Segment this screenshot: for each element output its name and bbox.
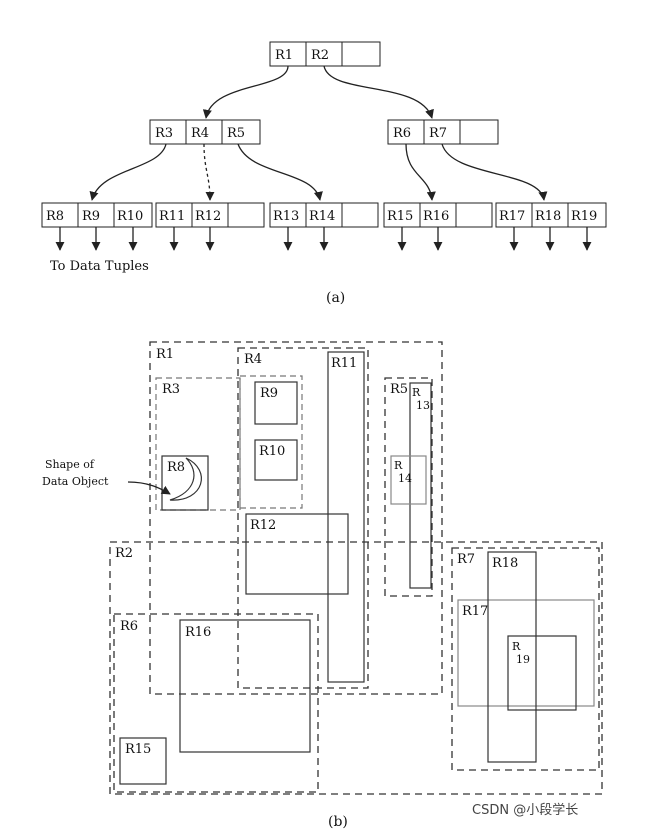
leaf-entry-r10: R10 bbox=[117, 209, 143, 224]
region-r2 bbox=[109, 541, 603, 795]
root-entry-r2: R2 bbox=[311, 48, 329, 63]
caption-a: (a) bbox=[326, 290, 345, 306]
node-entry-r3: R3 bbox=[155, 126, 173, 141]
region-r5 bbox=[384, 377, 433, 597]
region-r11 bbox=[327, 351, 365, 683]
region-r15-label: R15 bbox=[125, 742, 151, 757]
node-entry-r6: R6 bbox=[393, 126, 411, 141]
region-r16-label: R16 bbox=[185, 625, 211, 640]
leaf-entry-r17: R17 bbox=[499, 209, 525, 224]
region-r14 bbox=[390, 455, 427, 505]
r-tree-diagram: R1 R2 R3 R4 R5 R6 R7 R8 R9 R10 bbox=[41, 41, 607, 306]
leaf-node-r8-r9-r10: R8 R9 R10 bbox=[41, 202, 153, 228]
leaf-entry-r13: R13 bbox=[273, 209, 299, 224]
region-r10-label: R10 bbox=[259, 444, 285, 459]
annotation-data-object: Data Object bbox=[42, 475, 109, 488]
region-r9-label: R9 bbox=[260, 386, 278, 401]
tree-root-node: R1 R2 bbox=[269, 41, 381, 67]
caption-b: (b) bbox=[328, 814, 348, 830]
region-r17 bbox=[457, 599, 595, 707]
leaf-node-r17-r18-r19: R17 R18 R19 bbox=[495, 202, 607, 228]
leaf-entry-r16: R16 bbox=[423, 209, 449, 224]
region-r18-label: R18 bbox=[492, 556, 518, 571]
leaf-entry-r9: R9 bbox=[82, 209, 100, 224]
tree-edges bbox=[89, 65, 548, 201]
data-tuple-pointers bbox=[55, 227, 592, 251]
leaf-entry-r14: R14 bbox=[309, 209, 335, 224]
region-r11-label: R11 bbox=[331, 356, 357, 371]
region-r7-label: R7 bbox=[457, 552, 475, 567]
region-r19-label-r: R bbox=[512, 640, 521, 653]
watermark: CSDN @小段学长 bbox=[472, 802, 578, 818]
region-r2-label: R2 bbox=[115, 546, 133, 561]
region-r4 bbox=[237, 347, 369, 689]
region-r6 bbox=[113, 613, 319, 793]
node-entry-r4: R4 bbox=[191, 126, 209, 141]
region-r17-label: R17 bbox=[462, 604, 488, 619]
region-r1 bbox=[149, 341, 443, 695]
region-r5-label: R5 bbox=[390, 382, 408, 397]
leaf-entry-r15: R15 bbox=[387, 209, 413, 224]
leaf-node-r15-r16: R15 R16 bbox=[383, 202, 493, 228]
node-entry-r5: R5 bbox=[227, 126, 245, 141]
region-r4-label: R4 bbox=[244, 352, 262, 367]
region-r18 bbox=[487, 551, 537, 763]
region-r19 bbox=[507, 635, 577, 711]
region-r8 bbox=[161, 455, 209, 511]
region-r12-label: R12 bbox=[250, 518, 276, 533]
data-object-shape bbox=[169, 457, 202, 501]
region-r8-label: R8 bbox=[167, 460, 185, 475]
region-r6-label: R6 bbox=[120, 619, 138, 634]
leaf-entry-r18: R18 bbox=[535, 209, 561, 224]
tree-node-r6-r7: R6 R7 bbox=[387, 119, 499, 145]
spatial-layout-diagram: R1 R2 R3 R4 R5 R6 R7 R8 R9 R10 R11 bbox=[42, 341, 603, 830]
region-r4-inner bbox=[239, 375, 303, 509]
root-entry-r1: R1 bbox=[275, 48, 293, 63]
region-r12 bbox=[245, 513, 349, 595]
leaf-entry-r19: R19 bbox=[571, 209, 597, 224]
region-r1-label: R1 bbox=[156, 347, 174, 362]
region-r13-label-num: 13 bbox=[416, 399, 430, 412]
region-r3-label: R3 bbox=[162, 382, 180, 397]
annotation-shape-of: Shape of bbox=[45, 458, 95, 471]
region-r9 bbox=[254, 381, 298, 425]
leaf-entry-r8: R8 bbox=[46, 209, 64, 224]
region-r13-label-r: R bbox=[412, 386, 421, 399]
region-r15 bbox=[119, 737, 167, 785]
region-r13 bbox=[409, 382, 432, 589]
region-r16 bbox=[179, 619, 311, 753]
region-r14-label-r: R bbox=[394, 459, 403, 472]
region-r7 bbox=[451, 547, 600, 771]
region-r19-label-num: 19 bbox=[516, 653, 530, 666]
leaf-entry-r12: R12 bbox=[195, 209, 221, 224]
leaf-entry-r11: R11 bbox=[159, 209, 185, 224]
region-r14-label-num: 14 bbox=[398, 472, 412, 485]
node-entry-r7: R7 bbox=[429, 126, 447, 141]
region-r10 bbox=[254, 439, 298, 481]
leaf-node-r11-r12: R11 R12 bbox=[155, 202, 265, 228]
tree-node-r3-r4-r5: R3 R4 R5 bbox=[149, 119, 261, 145]
leaf-node-r13-r14: R13 R14 bbox=[269, 202, 379, 228]
to-data-tuples-label: To Data Tuples bbox=[50, 259, 149, 274]
annotation-arrow bbox=[127, 481, 171, 495]
